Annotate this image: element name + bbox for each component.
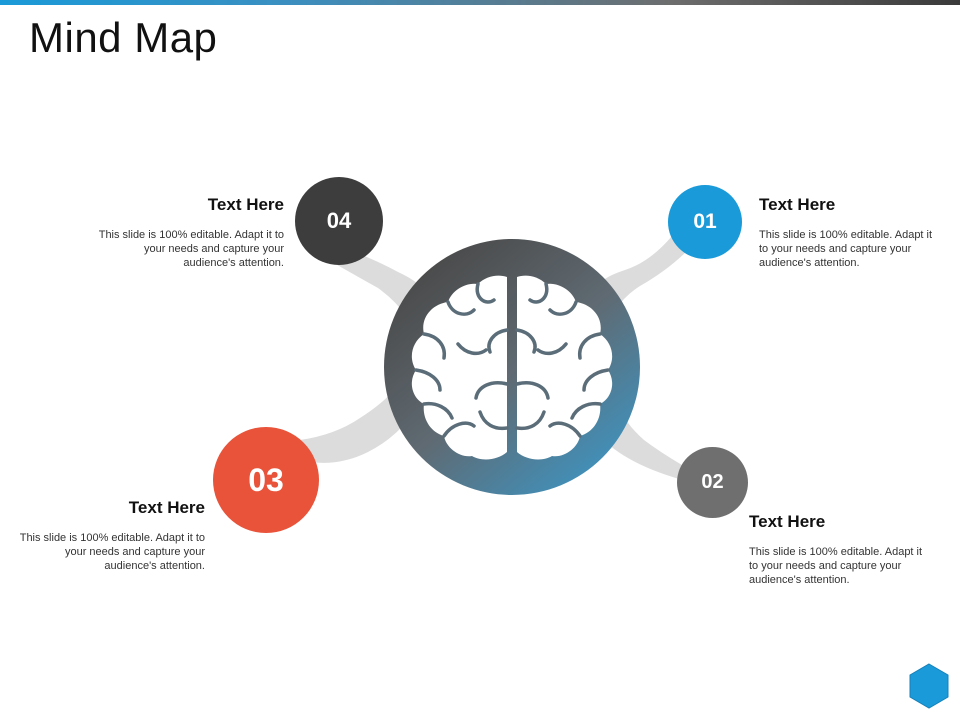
connector-03 (300, 390, 410, 463)
node-04: 04 (295, 177, 383, 265)
text-block-04-heading: Text Here (207, 195, 284, 214)
text-block-01-body: This slide is 100% editable. Adapt it to… (759, 229, 933, 269)
top-accent-bar (0, 0, 960, 5)
text-block-02: Text Here This slide is 100% editable. A… (749, 512, 934, 587)
node-02: 02 (677, 447, 748, 518)
text-block-04: Text Here This slide is 100% editable. A… (94, 195, 284, 270)
hexagon-icon (909, 663, 949, 709)
text-block-04-body: This slide is 100% editable. Adapt it to… (98, 229, 284, 269)
text-block-02-heading: Text Here (749, 512, 826, 531)
node-03: 03 (213, 427, 319, 533)
brain-icon (411, 275, 613, 460)
text-block-01: Text Here This slide is 100% editable. A… (759, 195, 944, 270)
text-block-03-heading: Text Here (128, 498, 205, 517)
text-block-03: Text Here This slide is 100% editable. A… (15, 498, 205, 573)
text-block-03-body: This slide is 100% editable. Adapt it to… (19, 532, 205, 572)
text-block-02-body: This slide is 100% editable. Adapt it to… (749, 546, 923, 586)
text-block-01-heading: Text Here (759, 195, 836, 214)
node-01: 01 (668, 185, 742, 259)
page-title: Mind Map (29, 14, 218, 61)
connector-01 (594, 236, 688, 312)
